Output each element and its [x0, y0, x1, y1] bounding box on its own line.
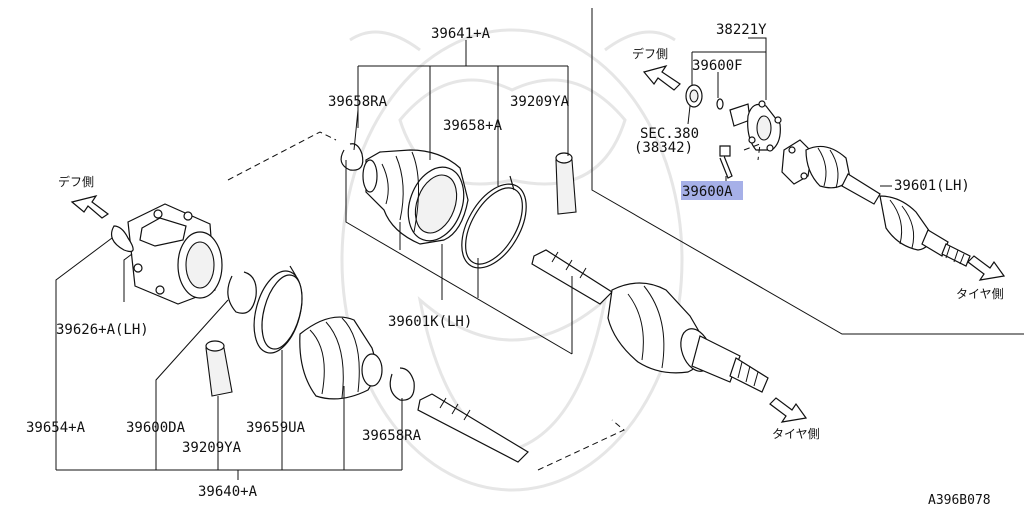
circlip-39654: [111, 225, 134, 253]
highlight-39600A: [681, 181, 743, 200]
oring-small: [716, 98, 724, 110]
leader-39601K: [345, 160, 573, 355]
label-diff-side-right: デフ側: [632, 46, 668, 61]
leader-38221Y: [691, 37, 767, 100]
leader-39640: [55, 237, 403, 480]
label-39209YA-bottom[interactable]: 39209YA: [182, 440, 242, 456]
flange-38221Y: [729, 100, 782, 152]
label-tire-side-right: タイヤ側: [956, 287, 1004, 301]
leader-39658RA-top: [353, 109, 359, 151]
label-39626[interactable]: 39626+A(LH): [56, 322, 149, 338]
label-39654[interactable]: 39654+A: [26, 420, 86, 436]
hidden-line-2: [537, 419, 625, 471]
label-39601LH[interactable]: 39601(LH): [894, 178, 970, 194]
reference-code: A396B078: [928, 493, 991, 508]
label-diff-side-left: デフ側: [58, 174, 94, 189]
hidden-line-1: [227, 131, 337, 181]
label-39600F[interactable]: 39600F: [692, 58, 743, 74]
label-39658A[interactable]: 39658+A: [443, 118, 503, 134]
housing-39626: [127, 203, 223, 305]
bolt-39600A: [719, 145, 733, 179]
band-small-bottom: [389, 367, 415, 401]
shaft-bottom: [417, 393, 529, 463]
region-border: [591, 8, 1024, 335]
label-39600DA[interactable]: 39600DA: [126, 420, 186, 436]
arrow-diff-left: [70, 195, 110, 219]
leader-39626: [123, 253, 133, 302]
leader-39641: [357, 40, 569, 186]
label-38221Y[interactable]: 38221Y: [716, 22, 767, 38]
arrow-diff-right: [642, 64, 681, 91]
label-38342[interactable]: (38342): [634, 140, 693, 156]
shaft-39601K: [531, 249, 769, 393]
ring-small: [227, 271, 257, 314]
boot-bottom: [299, 316, 383, 400]
band-big-39658A: [461, 175, 527, 269]
shaft-39601LH: [781, 139, 971, 267]
grease-tube-bottom: [205, 340, 233, 397]
label-39209YA-top[interactable]: 39209YA: [510, 94, 570, 110]
leader-sec380: [687, 105, 691, 125]
arrow-tire-right: [967, 255, 1006, 281]
seal-sec380: [685, 84, 703, 108]
label-sec380[interactable]: SEC.380: [640, 126, 699, 142]
label-39658RA-bottom[interactable]: 39658RA: [362, 428, 422, 444]
band-39659UA: [253, 265, 303, 354]
hidden-line-3: [743, 143, 761, 161]
label-39658RA-top[interactable]: 39658RA: [328, 94, 388, 110]
label-39659UA[interactable]: 39659UA: [246, 420, 306, 436]
label-39640[interactable]: 39640+A: [198, 484, 258, 500]
boot-top: [362, 149, 469, 245]
band-small-top: [340, 143, 364, 171]
label-tire-side-bottom: タイヤ側: [772, 427, 820, 441]
label-39601K[interactable]: 39601K(LH): [388, 314, 472, 330]
grease-tube-top: [555, 152, 577, 215]
label-39641[interactable]: 39641+A: [431, 26, 491, 42]
arrow-tire-bottom: [769, 397, 808, 423]
label-39600A[interactable]: 39600A: [682, 184, 733, 200]
